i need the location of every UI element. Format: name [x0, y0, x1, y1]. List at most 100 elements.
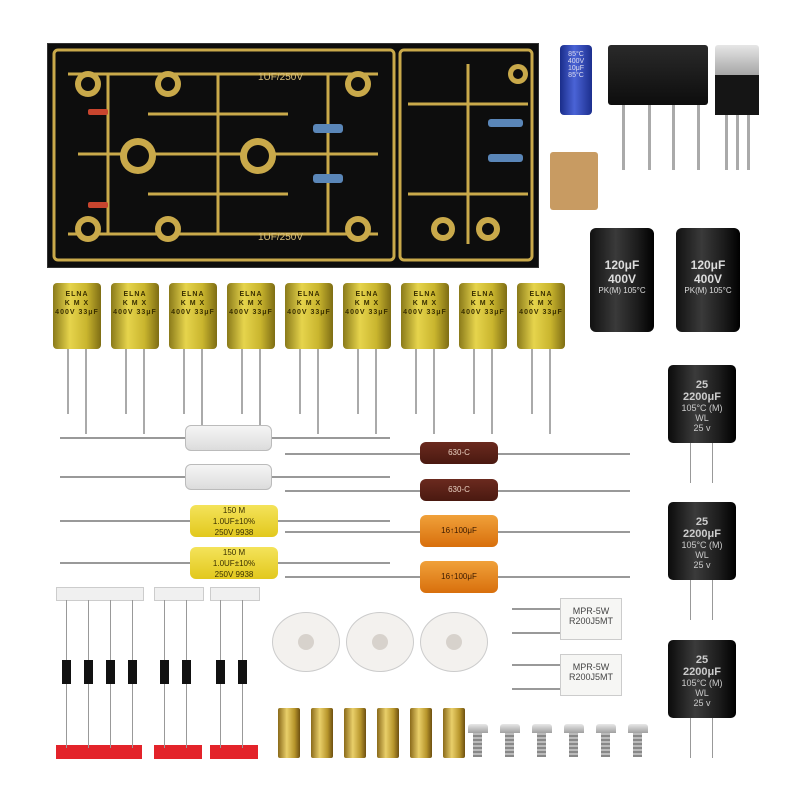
- yellow-cap-series: K M X: [238, 300, 264, 307]
- screw-shaft: [505, 733, 514, 757]
- filter-capacitor: 25 2200μF 105°C (M) WL 25 v: [668, 365, 736, 443]
- filter-cap-voltage2: 25 v: [693, 698, 711, 708]
- yellow-cap-lead: [531, 349, 533, 414]
- blue-capacitor: 85°C 400V 10μF 85°C: [560, 45, 592, 115]
- yellow-cap-lead: [433, 349, 435, 434]
- white-film-capacitor: [185, 464, 272, 490]
- screw: [564, 724, 584, 758]
- filter-cap-temp: 105°C (M): [681, 403, 723, 413]
- red-tape: [56, 745, 142, 759]
- yellow-cap-lead: [549, 349, 551, 434]
- wire: [512, 608, 560, 610]
- cement-resistor-line1: MPR-5W: [572, 606, 610, 616]
- filter-cap-voltage: 25: [695, 516, 709, 528]
- yellow-cap-brand: ELNA: [355, 291, 379, 298]
- cement-resistor: MPR-5W R200J5MT: [560, 598, 622, 640]
- big-capacitor: 120μF 400V PK(M) 105°C: [676, 228, 740, 332]
- filter-cap-capacitance: 2200μF: [683, 391, 721, 403]
- yellow-cap-brand: ELNA: [239, 291, 263, 298]
- yellow-axial-line3: 250V 9938: [214, 528, 254, 537]
- filter-cap-voltage2: 25 v: [693, 423, 711, 433]
- diode: [62, 660, 71, 684]
- yellow-cap-brand: ELNA: [181, 291, 205, 298]
- reg-lead-1: [725, 115, 728, 170]
- big-cap-temp: PK(M) 105°C: [598, 286, 646, 295]
- paper-tape: [154, 587, 204, 601]
- brown-resistor: 630-C: [420, 479, 498, 501]
- yellow-cap-rating: 400V 33μF: [171, 309, 215, 316]
- filter-cap-lead: [690, 718, 692, 758]
- cement-resistor-line1: MPR-5W: [572, 662, 610, 672]
- yellow-cap-brand: ELNA: [471, 291, 495, 298]
- brass-standoff: [311, 708, 333, 758]
- yellow-axial-line3: 250V 9938: [214, 570, 254, 579]
- filter-cap-lead: [712, 580, 714, 620]
- filter-cap-voltage2: 25 v: [693, 560, 711, 570]
- paper-tape: [56, 587, 144, 601]
- yellow-cap-rating: 400V 33μF: [461, 309, 505, 316]
- filter-cap-brand: WL: [695, 550, 709, 560]
- diode: [160, 660, 169, 684]
- yellow-cap-lead: [143, 349, 145, 434]
- diode: [216, 660, 225, 684]
- yellow-cap-lead: [183, 349, 185, 414]
- filter-cap-voltage: 25: [695, 654, 709, 666]
- regulator-tab: [715, 45, 759, 75]
- socket-hole: [372, 634, 388, 650]
- yellow-cap-rating: 400V 33μF: [55, 309, 99, 316]
- red-tape: [210, 745, 258, 759]
- paper-tape: [210, 587, 260, 601]
- pcb-label-top: 1UF/250V: [258, 72, 304, 83]
- big-cap-rating: 120μF 400V: [604, 258, 640, 286]
- rect-lead-4: [697, 105, 700, 170]
- yellow-cap-lead: [415, 349, 417, 414]
- red-tape: [154, 745, 202, 759]
- yellow-cap-lead: [299, 349, 301, 414]
- diode: [182, 660, 191, 684]
- yellow-capacitor: ELNA K M X 400V 33μF: [169, 283, 217, 349]
- brown-axial-label: 630-C: [448, 448, 470, 457]
- yellow-cap-series: K M X: [180, 300, 206, 307]
- screw-shaft: [537, 733, 546, 757]
- screw-head: [596, 724, 616, 733]
- yellow-cap-lead: [317, 349, 319, 434]
- filter-cap-lead: [690, 443, 692, 483]
- blue-cap-line3: 10μF: [567, 65, 585, 72]
- screw-head: [500, 724, 520, 733]
- regulator-body: [715, 75, 759, 115]
- filter-cap-voltage: 25: [695, 379, 709, 391]
- blue-cap-line1: 85°C: [568, 51, 584, 58]
- yellow-cap-rating: 400V 33μF: [519, 309, 563, 316]
- yellow-cap-series: K M X: [122, 300, 148, 307]
- yellow-cap-series: K M X: [354, 300, 380, 307]
- screw-head: [564, 724, 584, 733]
- screw-head: [468, 724, 488, 733]
- big-cap-rating: 120μF 400V: [690, 258, 726, 286]
- tube-socket: [272, 612, 340, 672]
- screw-shaft: [601, 733, 610, 757]
- blue-cap-line4: 85°C: [568, 72, 584, 79]
- rect-lead-2: [648, 105, 651, 170]
- yellow-cap-lead: [259, 349, 261, 434]
- yellow-cap-lead: [473, 349, 475, 414]
- brown-resistor: 630-C: [420, 442, 498, 464]
- rect-lead-1: [622, 105, 625, 170]
- orange-capacitor: 16↑100μF: [420, 561, 498, 593]
- yellow-cap-rating: 400V 33μF: [287, 309, 331, 316]
- filter-cap-capacitance: 2200μF: [683, 528, 721, 540]
- brass-standoff: [410, 708, 432, 758]
- bridge-rectifier: [608, 45, 708, 105]
- screw: [628, 724, 648, 758]
- blue-cap-line2: 400V: [567, 58, 585, 65]
- yellow-cap-series: K M X: [470, 300, 496, 307]
- big-cap-temp: PK(M) 105°C: [684, 286, 732, 295]
- yellow-cap-brand: ELNA: [297, 291, 321, 298]
- yellow-cap-series: K M X: [64, 300, 90, 307]
- yellow-cap-lead: [375, 349, 377, 434]
- diode: [106, 660, 115, 684]
- screw-shaft: [633, 733, 642, 757]
